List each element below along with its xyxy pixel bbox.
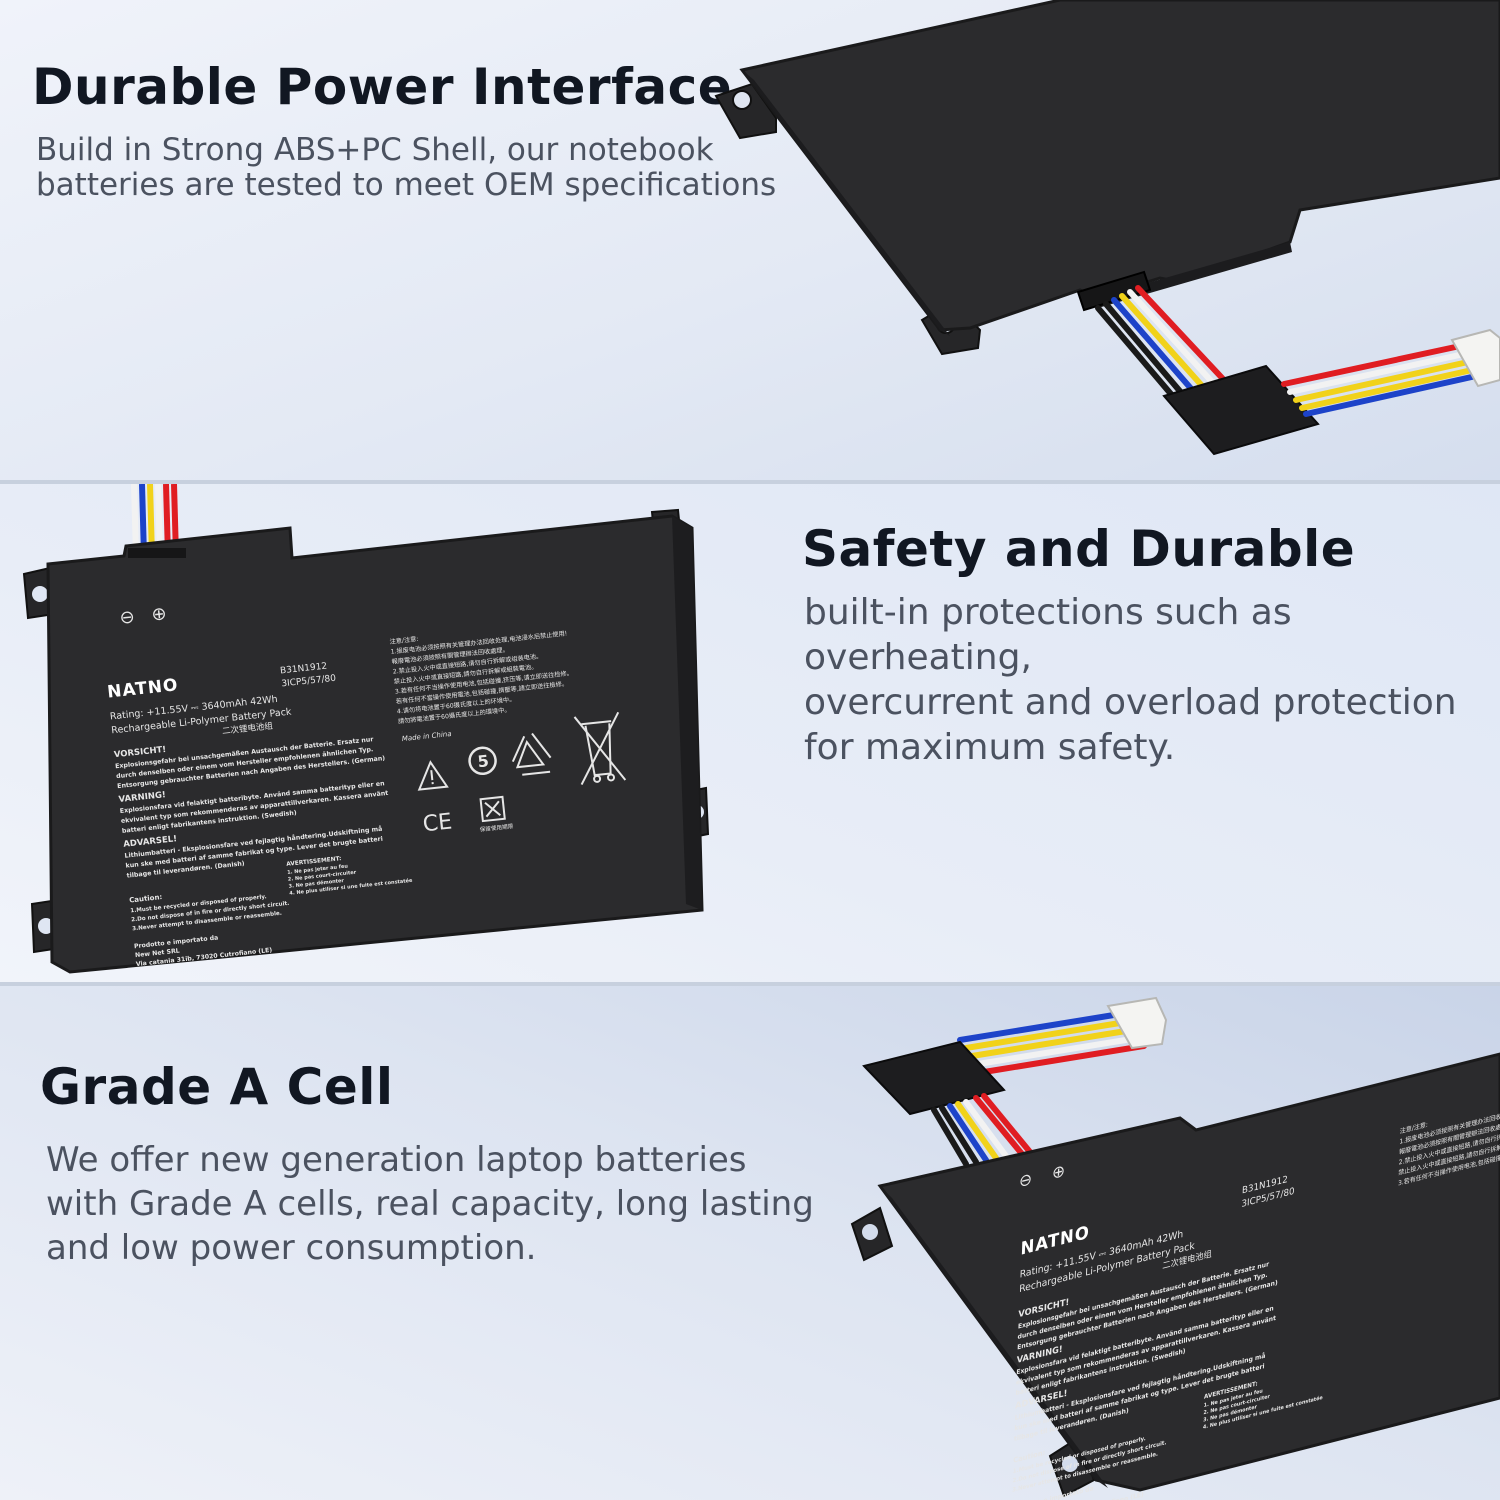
varning-title: VARNING! (118, 790, 166, 805)
section-heading: Grade A Cell (40, 1058, 394, 1116)
polarity-minus: ⊖ (119, 606, 136, 628)
section-divider (0, 982, 1500, 986)
panel-durable-power-interface: Durable Power Interface Build in Strong … (0, 0, 1500, 480)
wire-bundle-outer (1281, 343, 1479, 417)
connector-socket (128, 548, 186, 558)
battery-angled-illustration: ⊖ ⊕ NATNO B31N1912 3ICP5/57/80 Rating: +… (850, 996, 1500, 1500)
cn-recycle-mark-icon: 保留使用期限 (479, 795, 514, 834)
importer-line: New Net SRL (135, 948, 180, 960)
section-body: built-in protections such as overheating… (804, 592, 1457, 768)
section-body: We offer new generation laptop batteries… (46, 1140, 814, 1268)
polarity-minus: ⊖ (1019, 1169, 1033, 1192)
battery-connector-illustration (714, 0, 1500, 456)
panel-safety-and-durable: Safety and Durable built-in protections … (0, 484, 1500, 982)
cn-recycle-label: 保留使用期限 (479, 822, 514, 834)
avertissement-title: AVERTISSEMENT: (286, 856, 342, 868)
battery-body (877, 1052, 1500, 1492)
cn-warning-line: 注意/注意: (389, 635, 419, 646)
recycle-number-icon: 5 (468, 746, 497, 776)
polarity-plus: ⊕ (150, 603, 167, 625)
insulation-tape (862, 1040, 1006, 1116)
wire-bundle-outer (957, 1011, 1147, 1075)
section-heading: Durable Power Interface (32, 58, 733, 116)
connector-socket (1076, 270, 1152, 312)
model-number: B31N1912 (280, 662, 328, 677)
battery-body (46, 514, 704, 974)
section-body: Build in Strong ABS+PC Shell, our notebo… (36, 132, 777, 203)
section-divider (0, 480, 1500, 484)
section-heading: Safety and Durable (802, 520, 1356, 578)
wire-bundle (1095, 285, 1227, 403)
battery-type-cn: 二次锂电池组 (221, 721, 273, 737)
recycle-icon (511, 732, 552, 776)
ce-mark-icon: CE (422, 809, 454, 837)
caution-title: Caution: (129, 893, 163, 904)
panel-grade-a-cell: Grade A Cell We offer new generation lap… (0, 986, 1500, 1500)
connector-plug (1106, 996, 1168, 1050)
connector-plug (1450, 328, 1500, 388)
recycle-number: 5 (477, 751, 490, 771)
mounting-tab (714, 82, 777, 140)
battery-front-illustration: ⊖ ⊕ NATNO B31N1912 3ICP5/57/80 Rating: +… (22, 484, 710, 974)
wire-bundle (931, 1093, 1033, 1167)
warning-triangle-icon (417, 760, 449, 791)
polarity-plus: ⊕ (1052, 1160, 1066, 1183)
crossed-bin-icon (573, 711, 627, 786)
insulation-tape (1162, 364, 1320, 456)
